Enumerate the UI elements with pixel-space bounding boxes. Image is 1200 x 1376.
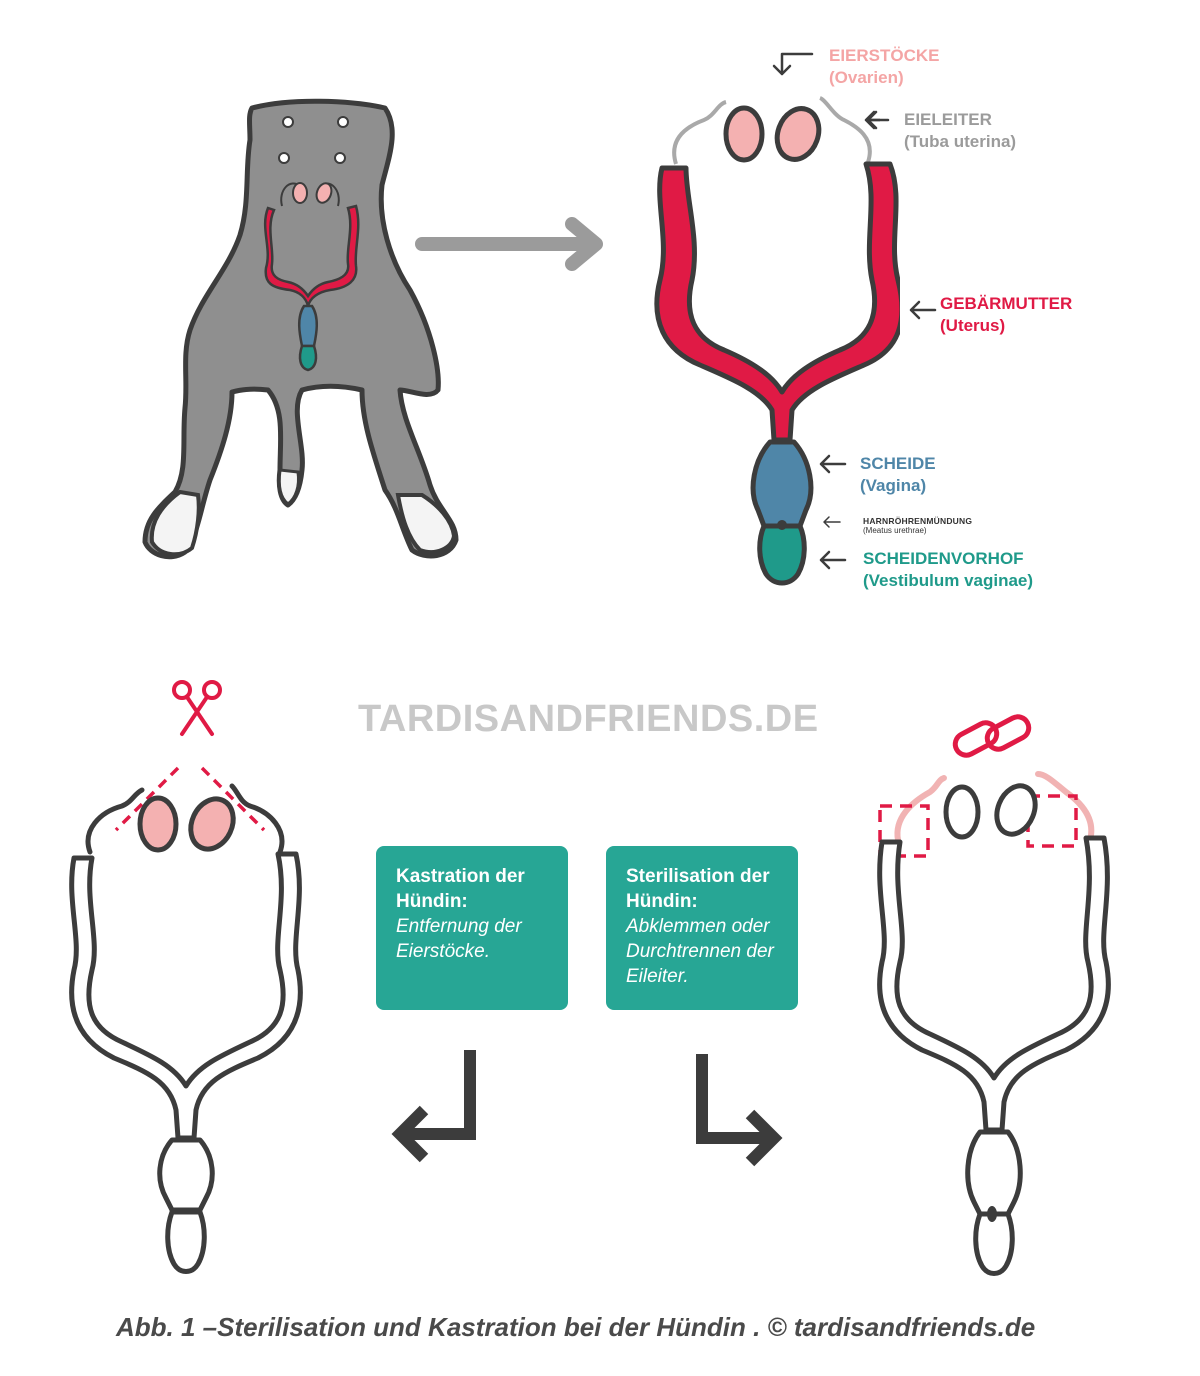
mini-reproductive-tract [263,182,360,372]
figure-caption: Abb. 1 –Sterilisation und Kastration bei… [116,1312,1036,1342]
uterus-shape [654,161,900,443]
ovary-left [137,795,179,853]
nipple-dot [334,152,346,164]
sterilisation-info-box: Sterilisation der Hündin: Abklemmen oder… [606,846,798,1010]
arrow-urethra-icon [823,516,841,528]
vagina-outline [157,1137,215,1213]
dog-paw-right [395,493,457,555]
castration-info-box: Kastration der Hündin: Entfernung der Ei… [376,846,568,1010]
label-vestibule: SCHEIDENVORHOF (Vestibulum vaginae) [863,548,1033,592]
arrow-vagina-icon [819,454,847,474]
castration-text-line1: Entfernung der [396,916,522,937]
vestibule-shape [757,523,807,586]
sterilisation-text-line1: Abklemmen oder [626,916,770,937]
label-uterus-main: GEBÄRMUTTER [940,294,1073,313]
nipple-dot [337,116,349,128]
tube-left [672,100,727,165]
tube-right [229,783,285,855]
bent-arrow-down-right-icon [696,1054,783,1167]
label-urethra-sub: (Meatus urethrae) [863,526,927,535]
labeled-reproductive-tract [654,96,900,586]
arrow-ovaries-icon [772,52,814,76]
label-uterus: GEBÄRMUTTER (Uterus) [940,293,1072,337]
sterilisation-text-line2: Durchtrennen der [626,941,774,962]
label-ovaries-main: EIERSTÖCKE [829,46,940,65]
dog-tail-tip [277,468,300,506]
label-tube-main: EIELEITER [904,110,992,129]
ovary-right [774,106,822,162]
sterilisation-title-line2: Hündin: [626,891,698,912]
arrow-vestibule-icon [819,550,847,570]
castration-title-line2: Hündin: [396,891,468,912]
label-vestibule-sub: (Vestibulum vaginae) [863,571,1034,590]
castration-text-line2: Eierstöcke. [396,941,490,962]
cut-line-right [200,766,266,832]
ovary-left [943,784,981,840]
vagina-outline [965,1129,1023,1217]
uterus-outline [877,835,1111,1133]
label-ovaries-sub: (Ovarien) [829,68,904,87]
nipple-dot [278,152,290,164]
uterus-outline [69,851,303,1141]
urethra-opening-dot [987,1206,997,1222]
label-urethra: HARNRÖHRENMÜNDUNG (Meatus urethrae) [863,516,972,536]
scissors-icon [172,680,222,736]
tube-right [819,96,872,163]
ovary-left [723,105,765,163]
label-tube: EIELEITER (Tuba uterina) [904,109,1016,153]
chain-link-icon [952,714,1032,758]
label-urethra-main: HARNRÖHRENMÜNDUNG [863,516,973,526]
label-tube-sub: (Tuba uterina) [904,132,1017,151]
right-arrow-icon [415,217,603,271]
vestibule-outline [973,1211,1015,1276]
bent-arrow-down-left-icon [391,1050,476,1163]
tube-left-highlight [894,775,947,843]
label-ovaries: EIERSTÖCKE (Ovarien) [829,45,940,89]
arrow-uterus-icon [909,300,937,320]
castration-tract-illustration [69,766,303,1274]
watermark-text: TARDISANDFRIENDS.DE [358,698,819,740]
urethra-opening-dot [777,520,787,530]
ovary-right [994,783,1038,837]
vestibule-outline [165,1209,207,1274]
castration-title-line1: Kastration der [396,866,525,887]
label-uterus-sub: (Uterus) [940,316,1006,335]
tube-right-highlight [1035,771,1095,843]
sterilisation-tract-illustration [877,771,1111,1276]
nipple-dot [282,116,294,128]
label-vestibule-main: SCHEIDENVORHOF [863,549,1024,568]
label-vagina-main: SCHEIDE [860,454,936,473]
dog-body-illustration [142,98,459,560]
dog-paw-left [149,489,201,557]
sterilisation-title-line1: Sterilisation der [626,866,770,887]
label-vagina: SCHEIDE (Vagina) [860,453,936,497]
cut-line-left [114,766,180,832]
label-vagina-sub: (Vagina) [860,476,927,495]
clamp-box-left [878,804,930,858]
sterilisation-text-line3: Eileiter. [626,966,689,987]
tube-left [85,787,145,855]
arrow-tube-icon [864,110,890,130]
ovary-right [188,796,236,852]
